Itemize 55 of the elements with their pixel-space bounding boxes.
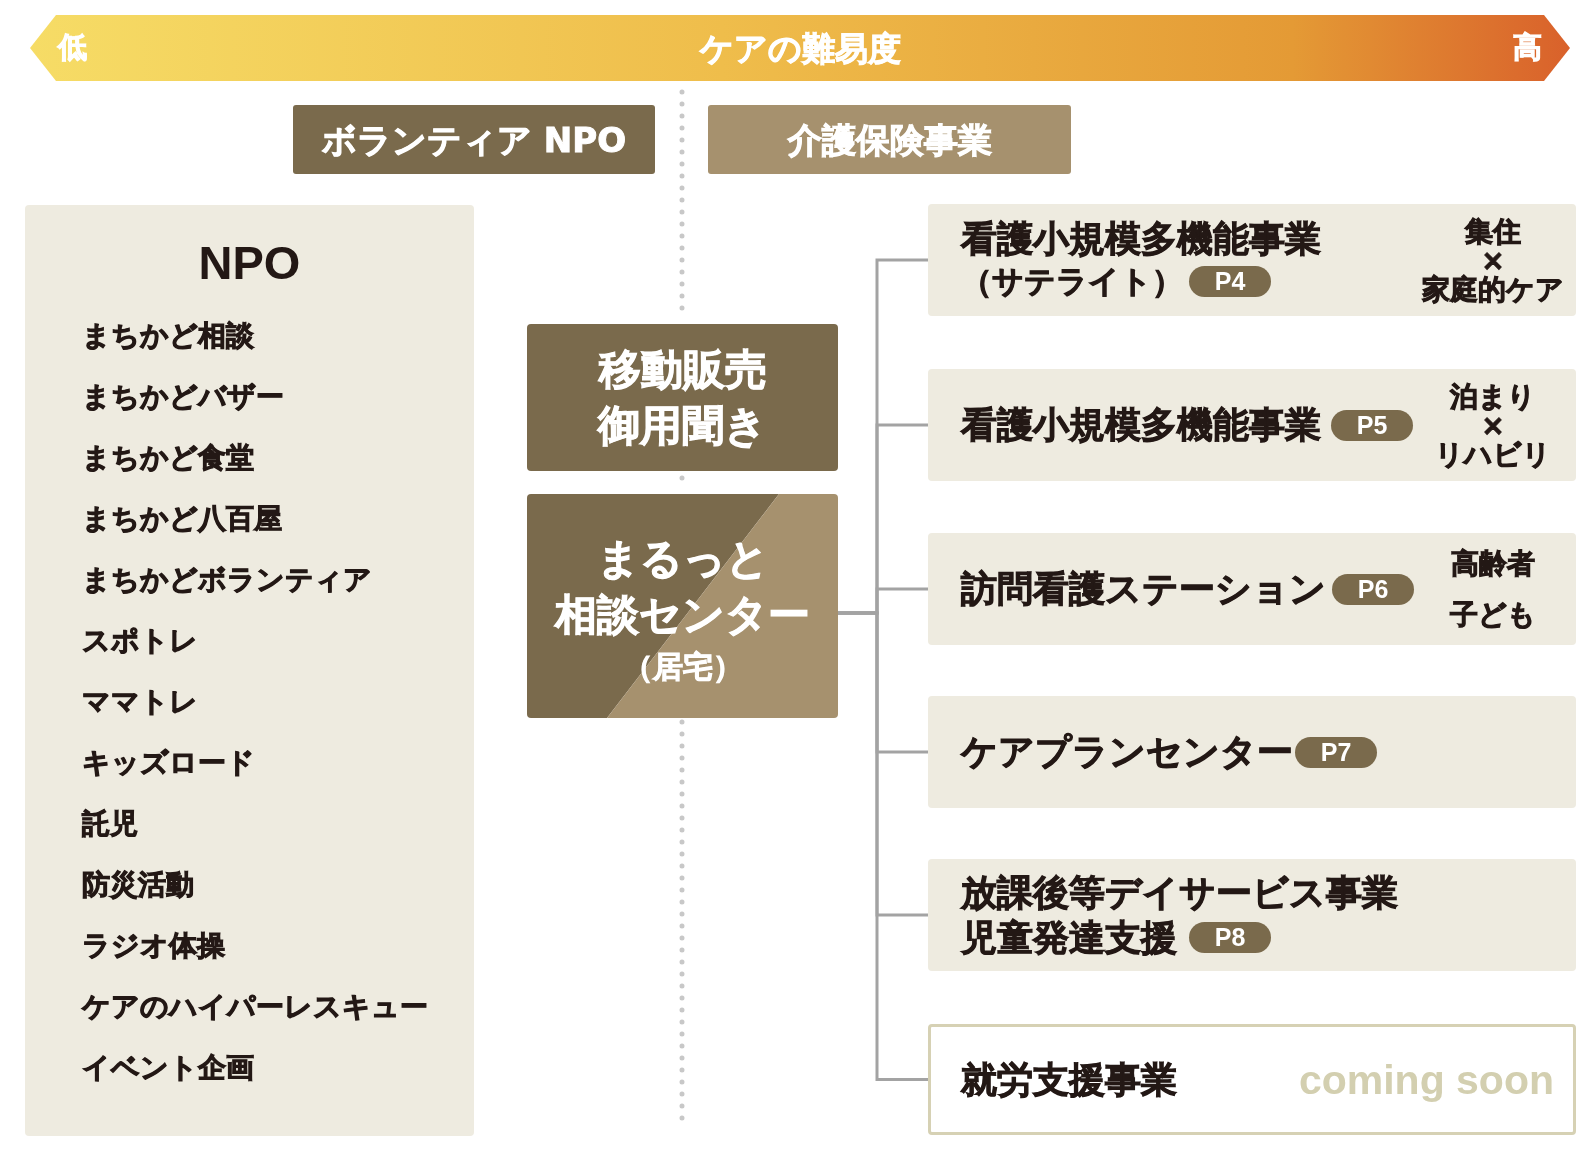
feature-note: 高齢者 [1451, 549, 1535, 578]
service-name: 放課後等デイサービス事業 [961, 871, 1398, 915]
activity-item: まちかどボランティア [82, 563, 372, 596]
coming-soon-label: coming soon [1298, 1055, 1554, 1104]
service-block [527, 324, 838, 471]
page-badge: P7 [1295, 736, 1377, 768]
service-name: （サテライト） [961, 262, 1183, 301]
panel-heading: NPO [198, 237, 301, 289]
activity-item: ラジオ体操 [82, 929, 225, 962]
feature-note: × [1481, 410, 1505, 440]
feature-note: 家庭的ケア [1422, 274, 1564, 304]
service-name: 児童発達支援 [961, 916, 1177, 960]
block-label: 相談センター [555, 589, 810, 641]
category-header: 介護保険事業 [708, 105, 1071, 174]
scale-end-label: 低 [58, 29, 87, 64]
service-card [928, 204, 1576, 316]
activity-item: ママトレ [82, 685, 198, 718]
upcoming-service-card [928, 1024, 1576, 1135]
activity-item: スポトレ [82, 624, 198, 657]
page-badge: P5 [1331, 409, 1413, 441]
activity-item: まちかど食堂 [82, 441, 254, 474]
page-badge: P8 [1189, 922, 1271, 953]
activity-item: 託児 [82, 807, 138, 840]
activity-item: まちかど相談 [82, 319, 254, 352]
npo-panel [25, 205, 474, 1136]
activity-item: まちかどバザー [82, 380, 284, 413]
service-name: 看護小規模多機能事業 [961, 403, 1321, 447]
activity-item: 防災活動 [82, 868, 194, 901]
feature-note: 泊まり [1450, 381, 1536, 411]
consultation-center-block [527, 494, 838, 718]
scale-end-label: 高 [1513, 29, 1542, 64]
feature-note: 集住 [1465, 216, 1521, 246]
service-card [928, 533, 1576, 645]
block-label: 移動販売 [598, 343, 767, 396]
page-badge: P6 [1332, 573, 1414, 605]
service-name: 看護小規模多機能事業 [961, 218, 1321, 260]
service-card [928, 696, 1576, 808]
block-label: 御用聞き [598, 399, 767, 452]
service-name: 訪問看護ステーション [961, 567, 1326, 611]
feature-note: 子ども [1450, 600, 1536, 629]
service-name: ケアプランセンター [961, 730, 1293, 774]
feature-note: × [1481, 245, 1505, 275]
block-label: （居宅） [622, 648, 743, 686]
category-header: ボランティア NPO [293, 105, 655, 174]
feature-note: リハビリ [1435, 439, 1551, 469]
page-badge: P4 [1189, 265, 1271, 297]
activity-item: キッズロード [82, 746, 255, 779]
service-card [928, 369, 1576, 481]
service-card [928, 859, 1576, 971]
activity-item: まちかど八百屋 [82, 502, 282, 535]
activity-item: イベント企画 [82, 1051, 254, 1084]
service-name: 就労支援事業 [961, 1057, 1177, 1102]
activity-item: ケアのハイパーレスキュー [82, 990, 428, 1023]
scale-title: ケアの難易度 [699, 31, 901, 65]
block-label: まるっと [596, 533, 769, 585]
